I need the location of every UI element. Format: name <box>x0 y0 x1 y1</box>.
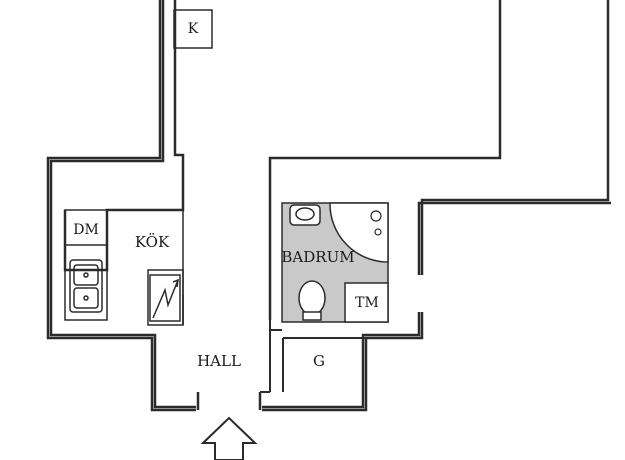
room-label-tm: TM <box>355 295 379 311</box>
room-label-kok: KÖK <box>135 233 170 251</box>
hall-partitions <box>260 320 366 393</box>
room-label-g: G <box>313 352 325 370</box>
washbasin-icon <box>289 204 321 226</box>
toilet-icon <box>298 280 326 321</box>
kitchen-sink-icon <box>69 259 103 313</box>
room-label-k: K <box>188 21 199 37</box>
room-label-hall: HALL <box>197 352 241 370</box>
outer-walls <box>46 0 611 412</box>
entrance-arrow-icon <box>200 416 258 460</box>
room-label-dm: DM <box>73 222 99 238</box>
kitchen-partitions <box>64 209 184 326</box>
room-label-badrum: BADRUM <box>281 248 354 266</box>
stove-icon <box>149 274 181 322</box>
